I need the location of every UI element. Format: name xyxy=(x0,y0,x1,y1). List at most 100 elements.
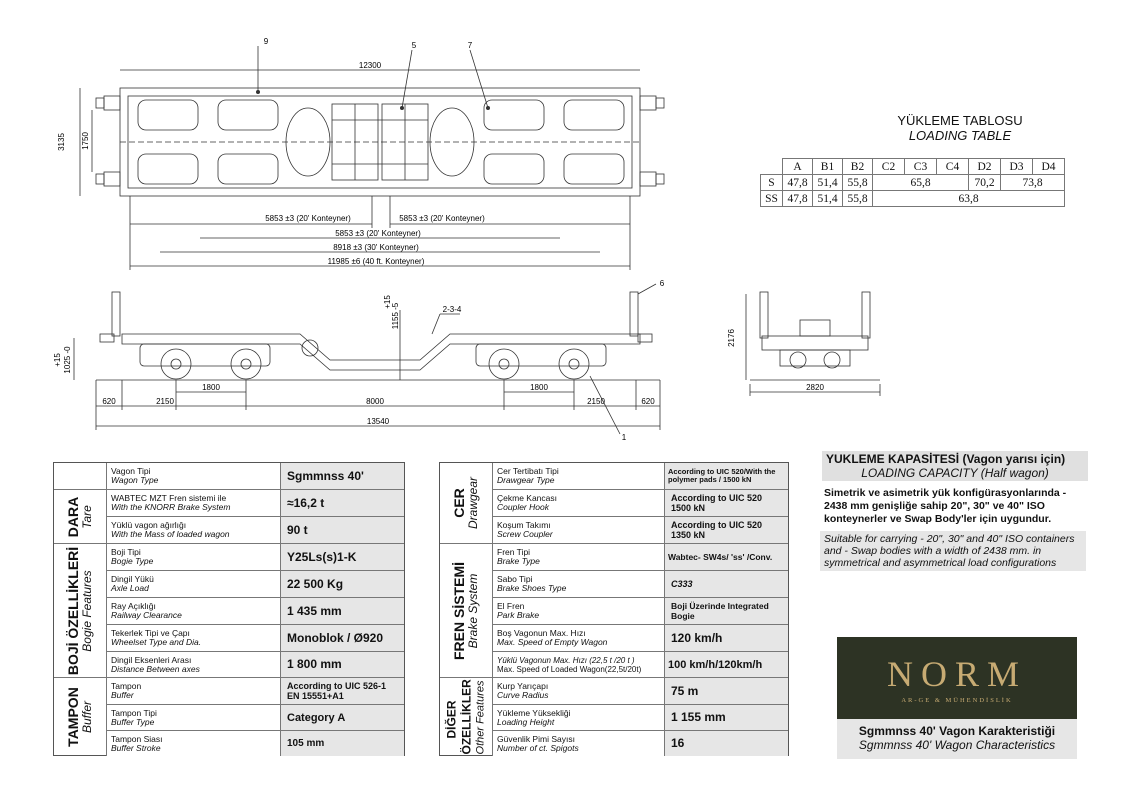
lt-cell: 51,4 xyxy=(812,190,843,207)
capacity-title-en: LOADING CAPACITY (Half wagon) xyxy=(861,466,1049,480)
row-label-tr: Boji Tipi xyxy=(111,547,141,557)
row-label-en: Wheelset Type and Dia. xyxy=(111,637,202,647)
characteristics-tr: Sgmmnss 40' Vagon Karakteristiği xyxy=(858,724,1056,738)
row-label-en: Axle Load xyxy=(111,583,149,593)
capacity-title: YUKLEME KAPASİTESİ (Vagon yarısı için) L… xyxy=(822,451,1088,481)
row-label-tr: Güvenlik Pimi Sayısı xyxy=(497,733,575,744)
logo-name: NORM xyxy=(886,654,1028,694)
dim-620-right: 620 xyxy=(641,397,655,406)
dim-end-width: 2820 xyxy=(806,383,824,392)
dim-overall-length: 12300 xyxy=(359,61,382,70)
capacity-text-en: Suitable for carrying - 20", 30" and 40"… xyxy=(820,531,1086,571)
spec-row: Yüklü Vagonun Max. Hızı (22,5 t /20 t )M… xyxy=(493,651,788,677)
dim-height-plus15: +15 xyxy=(53,353,62,367)
end-view-drawing: 2176 2820 xyxy=(727,291,881,396)
row-label-tr: Yükleme Yüksekliği xyxy=(497,707,571,718)
row-label-tr: Dingil Eksenleri Arası xyxy=(111,654,192,665)
lt-header-cell: C2 xyxy=(872,158,905,175)
row-value: Monoblok / Ø920 xyxy=(287,630,384,645)
row-label-en: Screw Coupler xyxy=(497,529,553,539)
lt-header-cell: C4 xyxy=(936,158,969,175)
row-label-tr: Tampon Tipi xyxy=(111,707,157,718)
group-brake-en: Brake System xyxy=(466,573,481,648)
lt-cell: 55,8 xyxy=(842,190,873,207)
row-value: 105 mm xyxy=(287,737,325,749)
characteristics-en: Sgmmnss 40' Wagon Characteristics xyxy=(858,738,1056,752)
row-value: Wabtec- SW4s/ 'ss' /Conv. xyxy=(668,552,773,562)
row-label-tr: Cer Tertibatı Tipi xyxy=(497,466,559,476)
row-value: Category A xyxy=(287,711,346,724)
callout-5: 5 xyxy=(412,41,417,50)
row-value: 75 m xyxy=(671,683,699,698)
row-label-en: Loading Height xyxy=(497,716,555,727)
row-label-en: Drawgear Type xyxy=(497,475,555,485)
row-label-tr: Çekme Kancası xyxy=(497,493,557,503)
loading-table-corner xyxy=(761,159,783,175)
row-label-tr: Yüklü Vagonun Max. Hızı (22,5 t /20 t ) xyxy=(497,655,635,665)
row-label-en: Curve Radius xyxy=(497,690,549,700)
dim-20ft-mid: 5853 ±3 (20' Konteyner) xyxy=(335,229,421,238)
dim-13540: 13540 xyxy=(367,417,390,426)
row-label-en: Distance Between axes xyxy=(111,663,200,674)
dim-8000: 8000 xyxy=(366,397,384,406)
dim-20ft-right: 5853 ±3 (20' Konteyner) xyxy=(399,214,485,223)
row-value: According to UIC 526-1 EN 15551+A1 xyxy=(287,681,387,701)
lt-cell: 51,4 xyxy=(812,174,843,191)
row-label-tr: Koşum Takımı xyxy=(497,520,551,530)
row-label-tr: Tekerlek Tipi ve Çapı xyxy=(111,628,190,638)
loading-table-header: A B1 B2 C2 C3 C4 D2 D3 D4 xyxy=(761,158,1065,175)
group-drawgear-en: Drawgear xyxy=(466,476,480,530)
group-buffer-en: Buffer xyxy=(80,701,94,734)
row-value: 1 800 mm xyxy=(287,657,342,671)
capacity-title-tr: YUKLEME KAPASİTESİ (Vagon yarısı için) xyxy=(826,452,1066,466)
lt-header-cell: A xyxy=(782,158,813,175)
lt-cell: 47,8 xyxy=(782,190,813,207)
row-value: According to UIC 520/With the polymer pa… xyxy=(668,467,776,484)
row-value: Sgmmnss 40' xyxy=(287,468,364,483)
row-label-en: Bogie Type xyxy=(111,556,154,566)
capacity-text-tr: Simetrik ve asimetrik yük konfigürasyonl… xyxy=(824,487,1067,525)
dim-height-1155: 1155 -5 xyxy=(391,302,400,329)
row-value: 1 435 mm xyxy=(287,603,342,618)
dim-20ft-left: 5853 ±3 (20' Konteyner) xyxy=(265,214,351,223)
lt-header-cell: D2 xyxy=(968,158,1001,175)
row-label-en: Max. Speed of Loaded Wagon(22,5t/20t) xyxy=(497,664,642,674)
group-buffer-tr: TAMPON xyxy=(65,687,81,747)
characteristics-caption: Sgmmnss 40' Vagon Karakteristiği Sgmmnss… xyxy=(837,719,1077,759)
row-label-en: Buffer Stroke xyxy=(111,742,161,753)
row-label-tr: Vagon Tipi xyxy=(111,466,151,476)
row-label-en: Buffer xyxy=(111,690,134,700)
lt-header-cell: B1 xyxy=(812,158,843,175)
row-label-tr: Kurp Yarıçapı xyxy=(497,681,549,691)
row-label-tr: Boş Vagonun Max. Hızı xyxy=(497,628,586,638)
row-label-en: Railway Clearance xyxy=(111,610,182,620)
callout-2-3-4: 2-3-4 xyxy=(443,305,462,314)
dim-height-plus15b: +15 xyxy=(383,295,392,309)
row-value: 16 xyxy=(671,736,685,750)
row-label-en: With the KNORR Brake System xyxy=(111,502,231,512)
lt-header-cell: D4 xyxy=(1032,158,1065,175)
top-view-drawing: 12300 3135 1750 5853 ±3 (20' Konteyner) … xyxy=(57,37,665,270)
dim-620-left: 620 xyxy=(102,397,116,406)
lt-cell: 73,8 xyxy=(1000,174,1065,191)
row-label-tr: Sabo Tipi xyxy=(497,574,533,584)
row-label-tr: Tampon xyxy=(111,681,142,691)
group-drawgear-tr: CER xyxy=(451,488,467,518)
group-blank xyxy=(54,463,106,489)
row-label-en: Brake Type xyxy=(497,556,540,566)
